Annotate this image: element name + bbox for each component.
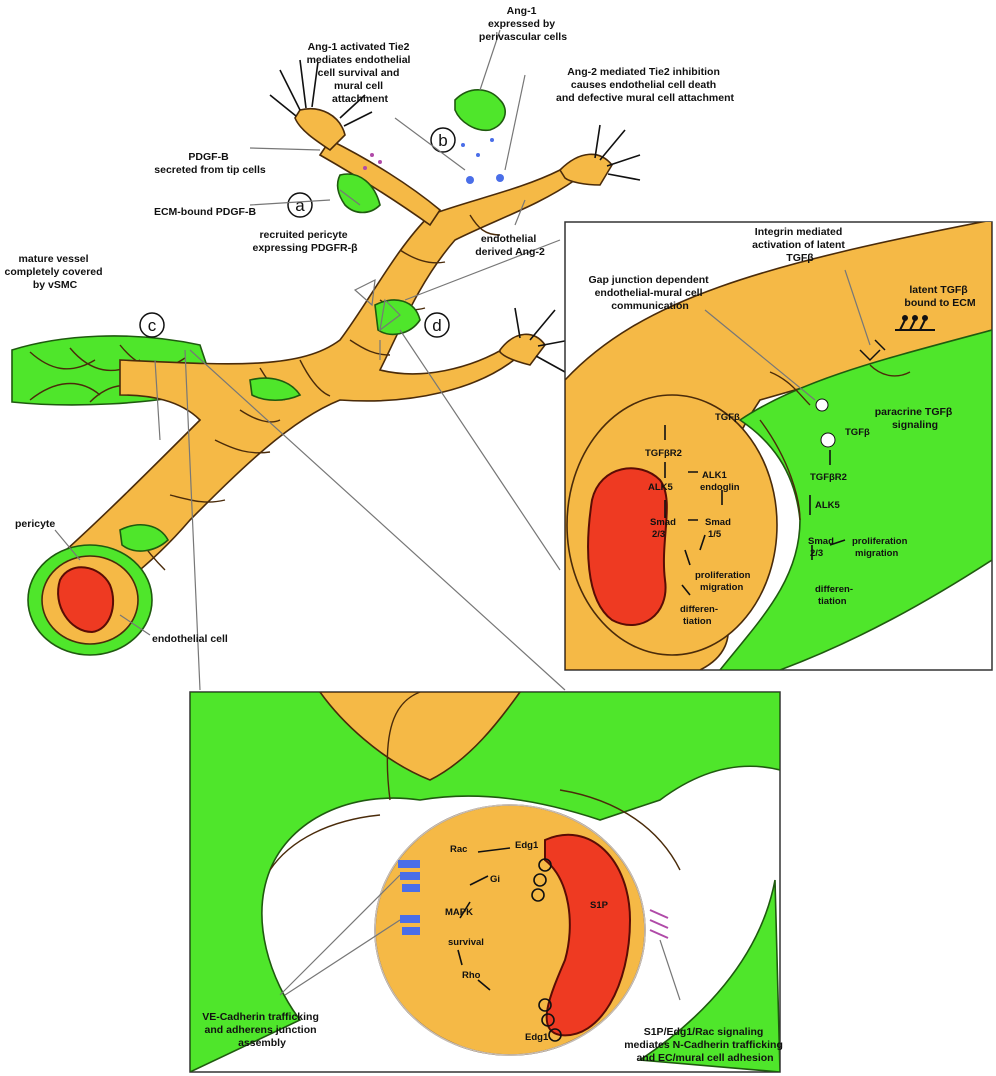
vessel-tree	[12, 60, 640, 655]
label-tgfb-top: TGFβ	[715, 412, 740, 423]
label-alk1: ALK1	[702, 470, 728, 481]
label-ang1-expressed: Ang-1 expressed by perivascular cells	[479, 5, 567, 43]
tie2-receptor-icon	[466, 176, 474, 184]
tip-cell-right	[560, 154, 612, 185]
gap-junction-icon	[821, 433, 835, 447]
label-mapk: MAPK	[445, 907, 473, 918]
inset-d: Integrin mediated activation of latent T…	[565, 220, 992, 670]
svg-text:c: c	[148, 316, 157, 335]
svg-text:b: b	[438, 131, 447, 150]
label-pdgfb-secreted: PDGF-B secreted from tip cells	[154, 151, 266, 176]
label-s1p-signaling: S1P/Edg1/Rac signaling mediates N-Cadher…	[624, 1026, 786, 1064]
label-tgfbr2-right: TGFβR2	[810, 472, 847, 483]
label-tgfb-right: TGFβ	[845, 427, 870, 438]
label-ecm-pdgfb: ECM-bound PDGF-B	[154, 206, 256, 218]
label-endothelial-cell: endothelial cell	[152, 633, 228, 645]
perivascular-ang1-cell	[455, 90, 505, 130]
gap-junction-icon	[816, 399, 828, 411]
marker-a: a	[288, 193, 312, 217]
svg-text:a: a	[295, 196, 305, 215]
inset-bottom: Rac Edg1 Gi MAPK survival Rho S1P Edg1 V…	[190, 692, 786, 1072]
svg-text:d: d	[432, 316, 441, 335]
label-endothelial-ang2: endothelial derived Ang-2	[475, 233, 545, 258]
label-alk5-right: ALK5	[815, 500, 841, 511]
label-rho: Rho	[462, 970, 481, 981]
marker-b: b	[431, 128, 455, 152]
label-recruited-pericyte: recruited pericyte expressing PDGFR-β	[252, 229, 358, 254]
label-gi: Gi	[490, 874, 500, 885]
label-ang1-activated: Ang-1 activated Tie2 mediates endothelia…	[307, 41, 414, 105]
label-endoglin: endoglin	[700, 482, 740, 493]
label-pericyte: pericyte	[15, 518, 55, 530]
marker-c: c	[140, 313, 164, 337]
label-ang2-inhibition: Ang-2 mediated Tie2 inhibition causes en…	[556, 66, 734, 104]
label-tgfbr2-left: TGFβR2	[645, 448, 682, 459]
label-rac-top: Rac	[450, 844, 467, 855]
label-mature-vessel: mature vessel completely covered by vSMC	[5, 253, 106, 291]
marker-d: d	[425, 313, 449, 337]
label-edg1-top: Edg1	[515, 840, 539, 851]
label-survival: survival	[448, 937, 484, 948]
label-alk5: ALK5	[648, 482, 674, 493]
label-s1p: S1P	[590, 900, 609, 911]
label-edg1-bottom: Edg1	[525, 1032, 549, 1043]
label-latent-tgfb: latent TGFβ bound to ECM	[904, 284, 975, 309]
tie2-receptor-icon	[496, 174, 504, 182]
